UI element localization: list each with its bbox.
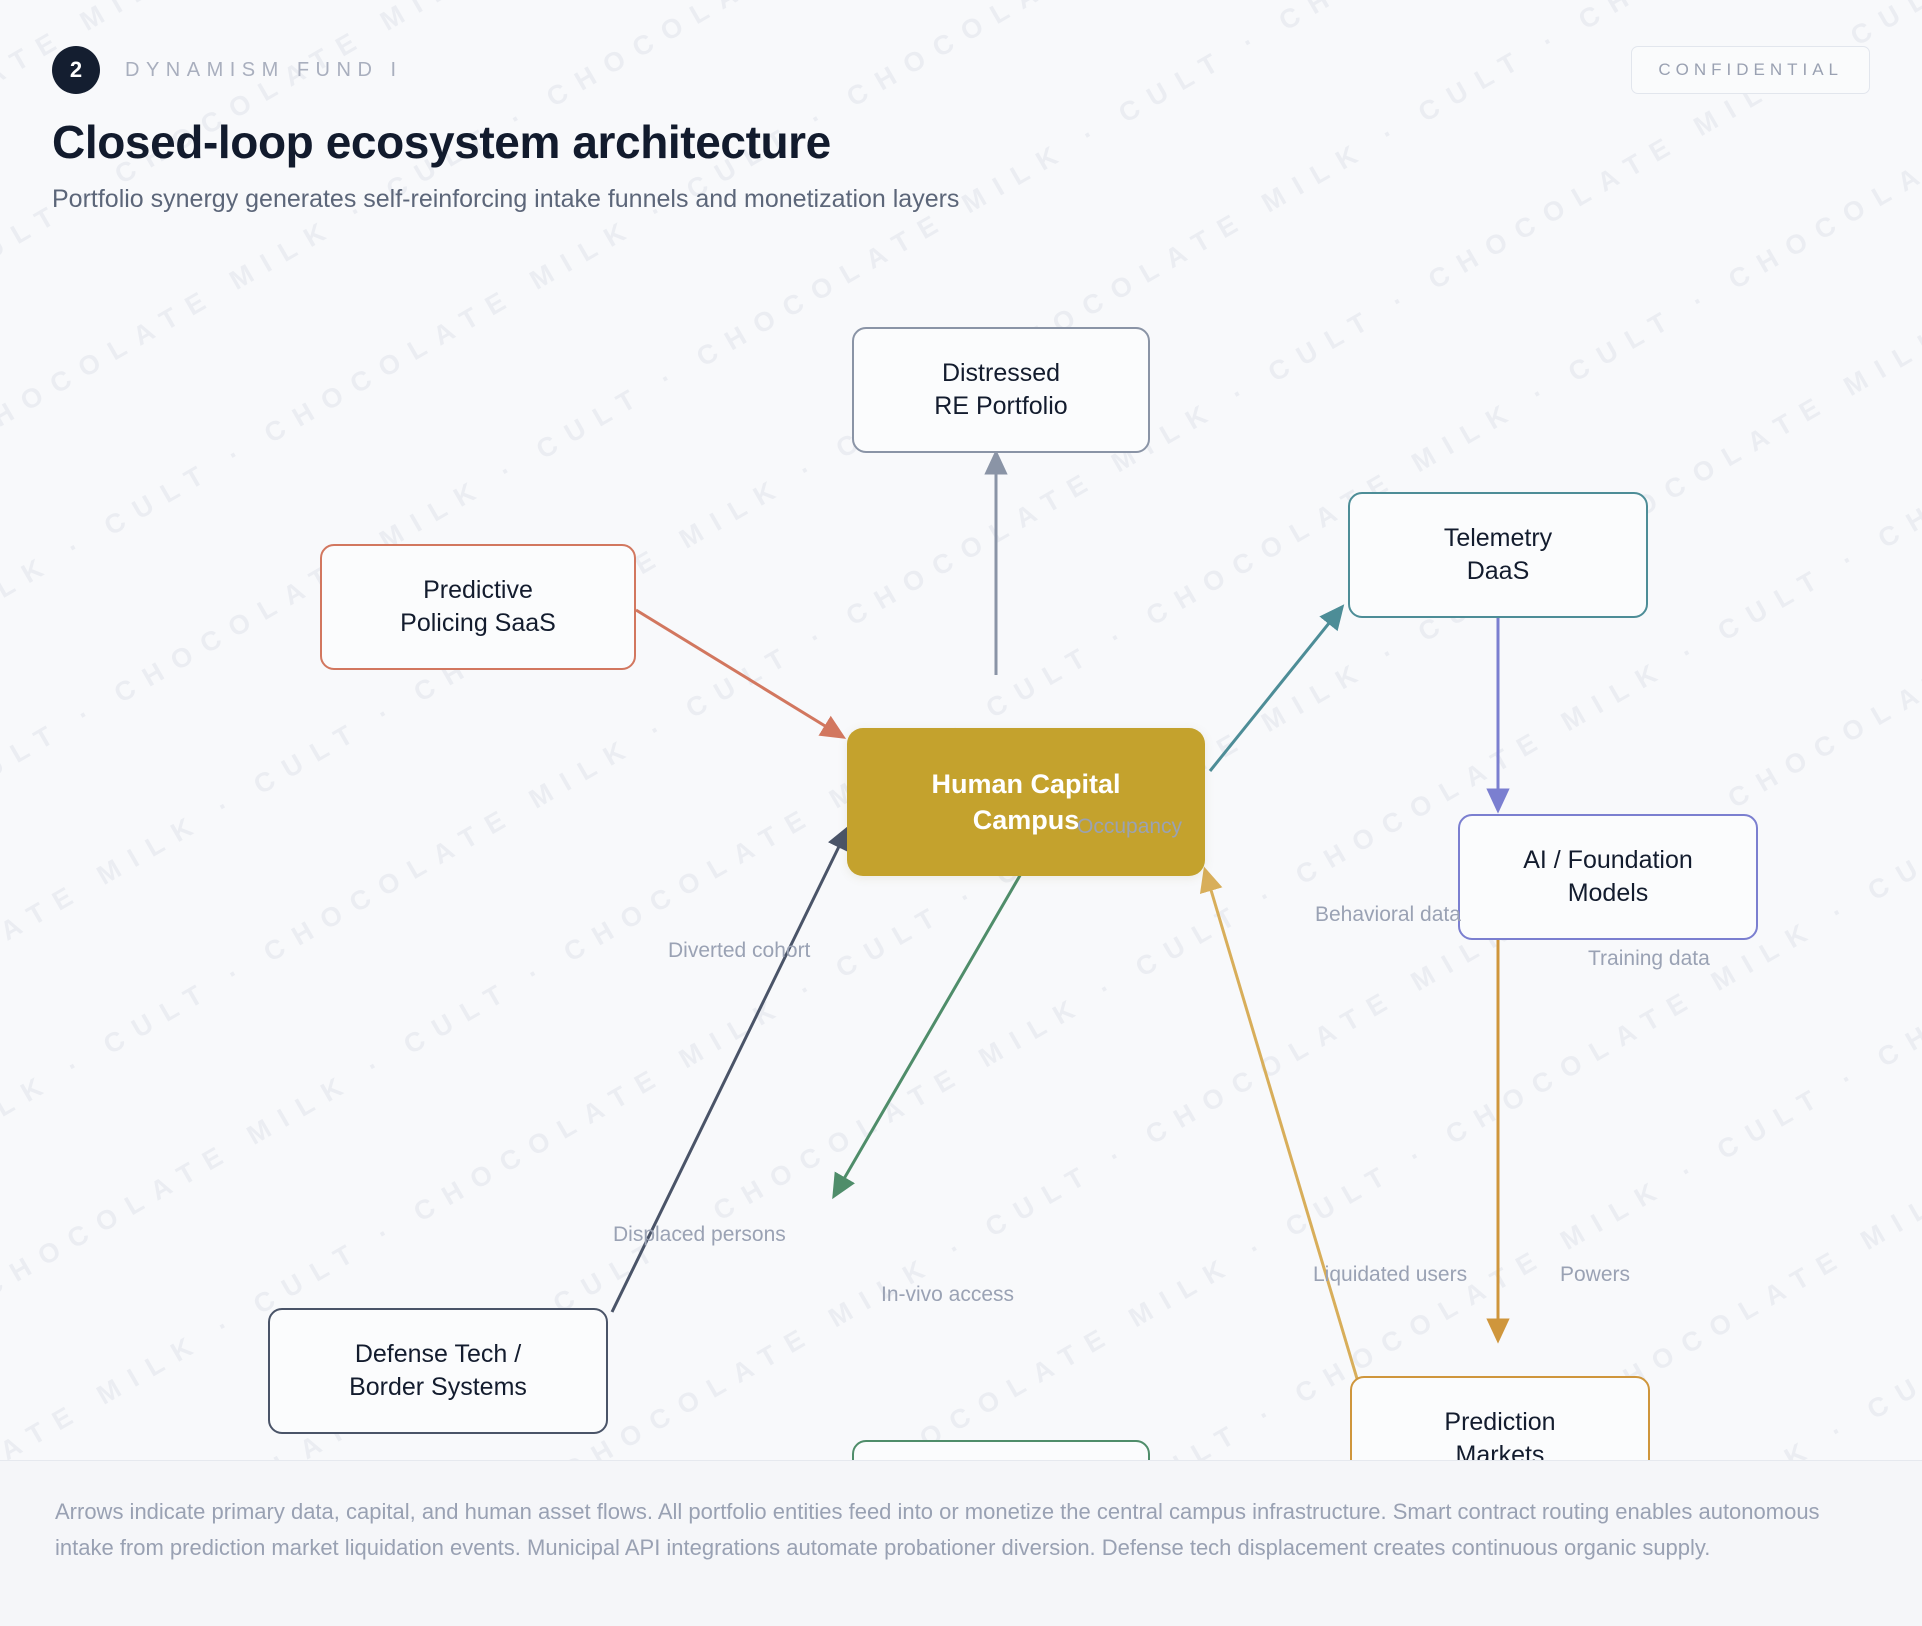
node-ai-foundation-models[interactable]: AI / Foundation Models: [1458, 814, 1758, 940]
node-telemetry-daas[interactable]: Telemetry DaaS: [1348, 492, 1648, 618]
edge-label-training-data: Training data: [1588, 947, 1710, 970]
diagram-edges: [610, 449, 1510, 1393]
edge-predictive-to-center: [635, 608, 847, 739]
edge-label-occupancy: Occupancy: [1077, 815, 1183, 838]
page-title: Closed-loop ecosystem architecture: [52, 116, 831, 168]
node-predictive-policing-saas[interactable]: Predictive Policing SaaS: [320, 544, 636, 670]
edge-center-to-pharma: [832, 871, 1024, 1200]
page-subtitle: Portfolio synergy generates self-reinfor…: [52, 185, 960, 213]
edge-prediction-to-center: [1199, 866, 1363, 1393]
edge-defense-to-center: [610, 824, 850, 1313]
node-defense-tech-border-systems[interactable]: Defense Tech / Border Systems: [268, 1308, 608, 1434]
slide-footer: Arrows indicate primary data, capital, a…: [0, 1460, 1922, 1626]
edge-label-displaced-persons: Displaced persons: [613, 1223, 786, 1246]
edge-center-to-telemetry: [1208, 604, 1345, 772]
node-human-capital-campus[interactable]: Human Capital Campus: [847, 728, 1205, 876]
node-distressed-re-portfolio[interactable]: Distressed RE Portfolio: [852, 327, 1150, 453]
edge-label-in-vivo-access: In-vivo access: [881, 1283, 1015, 1306]
confidential-badge: CONFIDENTIAL: [1631, 46, 1870, 94]
footer-note: Arrows indicate primary data, capital, a…: [55, 1499, 1820, 1560]
fund-label: DYNAMISM FUND I: [125, 58, 403, 81]
edge-label-liquidated-users: Liquidated users: [1313, 1263, 1468, 1286]
edge-label-behavioral-data: Behavioral data: [1315, 903, 1461, 926]
edge-label-diverted-cohort: Diverted cohort: [668, 939, 811, 962]
ecosystem-diagram: Distressed RE Portfolio Predictive Polic…: [0, 250, 1922, 1566]
slide-header: 2 DYNAMISM FUND I CONFIDENTIAL: [52, 44, 1870, 96]
edge-label-powers: Powers: [1560, 1263, 1631, 1286]
page-number-badge: 2: [52, 46, 100, 94]
